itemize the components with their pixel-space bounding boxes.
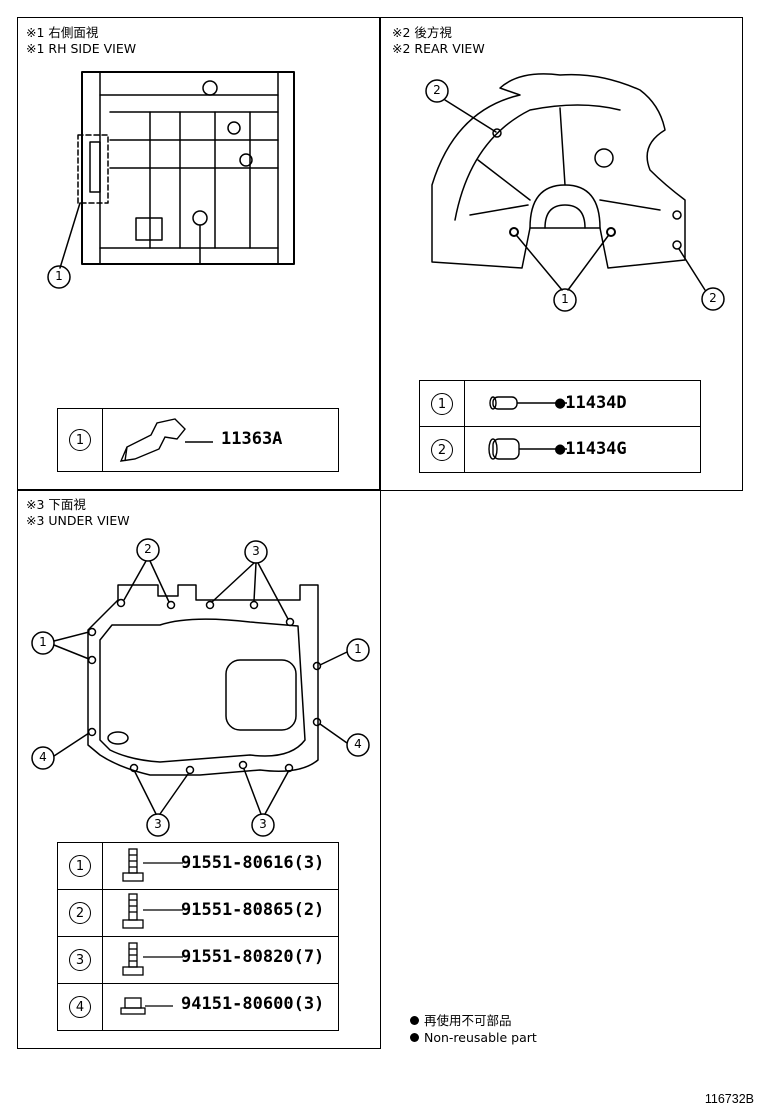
under-callout-1-right: 1 [354,642,362,656]
rear-view-title: ※2 後方視 ※2 REAR VIEW [392,25,485,57]
part-ref: 3 [69,949,91,971]
table-row: 2 91551-80865(2) [57,889,339,937]
part-cell[interactable]: 91551-80820(7) [102,936,339,984]
part-ref-cell: 1 [57,408,103,472]
rh-side-callout-1: 1 [55,269,63,283]
under-callout-4-right: 4 [354,737,362,751]
under-parts-table: 1 91551-80616(3) 2 [57,842,339,1031]
rear-view-title-en: ※2 REAR VIEW [392,41,485,56]
under-callout-3-bottom-left: 3 [154,817,162,831]
under-callout-4-left: 4 [39,750,47,764]
under-view-title-en: ※3 UNDER VIEW [26,513,130,528]
part-number: 91551-80865(2) [181,900,325,920]
part-number: ●11434D [555,393,627,413]
rh-side-view-title-jp: ※1 右側面視 [26,25,99,40]
rh-side-view-panel [17,17,381,491]
part-cell[interactable]: 91551-80616(3) [102,842,339,890]
under-callout-2: 2 [144,542,152,556]
flange-bolt-icon [122,848,183,882]
legend-text-en: Non-reusable part [424,1030,537,1045]
under-callout-1-left: 1 [39,635,47,649]
part-number: 94151-80600(3) [181,994,325,1014]
legend-row-jp: 再使用不可部品 [410,1012,537,1029]
part-ref: 1 [69,855,91,877]
under-view-title-jp: ※3 下面視 [26,497,86,512]
oil-pan-under-drawing [31,538,370,837]
flange-bolt-icon [122,893,183,929]
part-cell[interactable]: 94151-80600(3) [102,983,339,1031]
part-number: 11363A [221,429,283,449]
rh-side-parts-table: 1 11363A [57,408,339,472]
rear-parts-table: 1 ●11434D 2 ●11434G [419,380,701,473]
flange-bolt-icon [122,942,183,976]
illustration-id: 116732B [704,1092,754,1106]
dowel-pin-large-icon [488,438,567,460]
table-row: 4 94151-80600(3) [57,983,339,1031]
table-row: 2 ●11434G [419,426,701,473]
under-callout-3-top: 3 [252,544,260,558]
part-ref: 1 [431,392,453,415]
part-ref-cell: 1 [57,842,103,890]
table-row: 3 91551-80820(7) [57,936,339,984]
part-cell[interactable]: ●11434G [464,426,701,473]
part-ref-cell: 4 [57,983,103,1031]
rear-callout-2-left: 2 [433,83,441,97]
part-ref-cell: 1 [419,380,465,427]
bracket-icon [119,418,213,462]
part-ref: 2 [69,902,91,924]
flange-nut-icon [120,997,173,1015]
part-cell[interactable]: 91551-80865(2) [102,889,339,937]
part-number: 91551-80616(3) [181,853,325,873]
table-row: 1 91551-80616(3) [57,842,339,890]
dowel-pin-small-icon [489,396,567,410]
rh-side-view-title-en: ※1 RH SIDE VIEW [26,41,137,56]
under-view-title: ※3 下面視 ※3 UNDER VIEW [26,497,130,529]
part-number: ●11434G [555,439,627,459]
part-ref: 2 [431,438,453,461]
part-ref-cell: 2 [57,889,103,937]
engine-block-side-drawing [47,71,295,289]
legend-row-en: Non-reusable part [410,1029,537,1046]
non-reusable-dot-icon [410,1016,419,1025]
part-cell[interactable]: 11363A [102,408,339,472]
part-ref-cell: 3 [57,936,103,984]
table-row: 1 11363A [57,408,339,472]
legend-text-jp: 再使用不可部品 [424,1013,512,1028]
part-ref: 1 [69,429,91,451]
under-view-panel [17,489,381,1049]
engine-block-rear-drawing [425,73,725,312]
table-row: 1 ●11434D [419,380,701,427]
non-reusable-dot-icon [410,1033,419,1042]
rear-view-title-jp: ※2 後方視 [392,25,452,40]
under-callout-3-bottom-right: 3 [259,817,267,831]
part-ref-cell: 2 [419,426,465,473]
part-number: 91551-80820(7) [181,947,325,967]
rear-callout-1: 1 [561,292,569,306]
legend: 再使用不可部品 Non-reusable part [410,1012,537,1046]
rear-callout-2-right: 2 [709,291,717,305]
rear-view-panel [379,17,743,491]
part-cell[interactable]: ●11434D [464,380,701,427]
part-ref: 4 [69,996,91,1018]
rh-side-view-title: ※1 右側面視 ※1 RH SIDE VIEW [26,25,136,57]
